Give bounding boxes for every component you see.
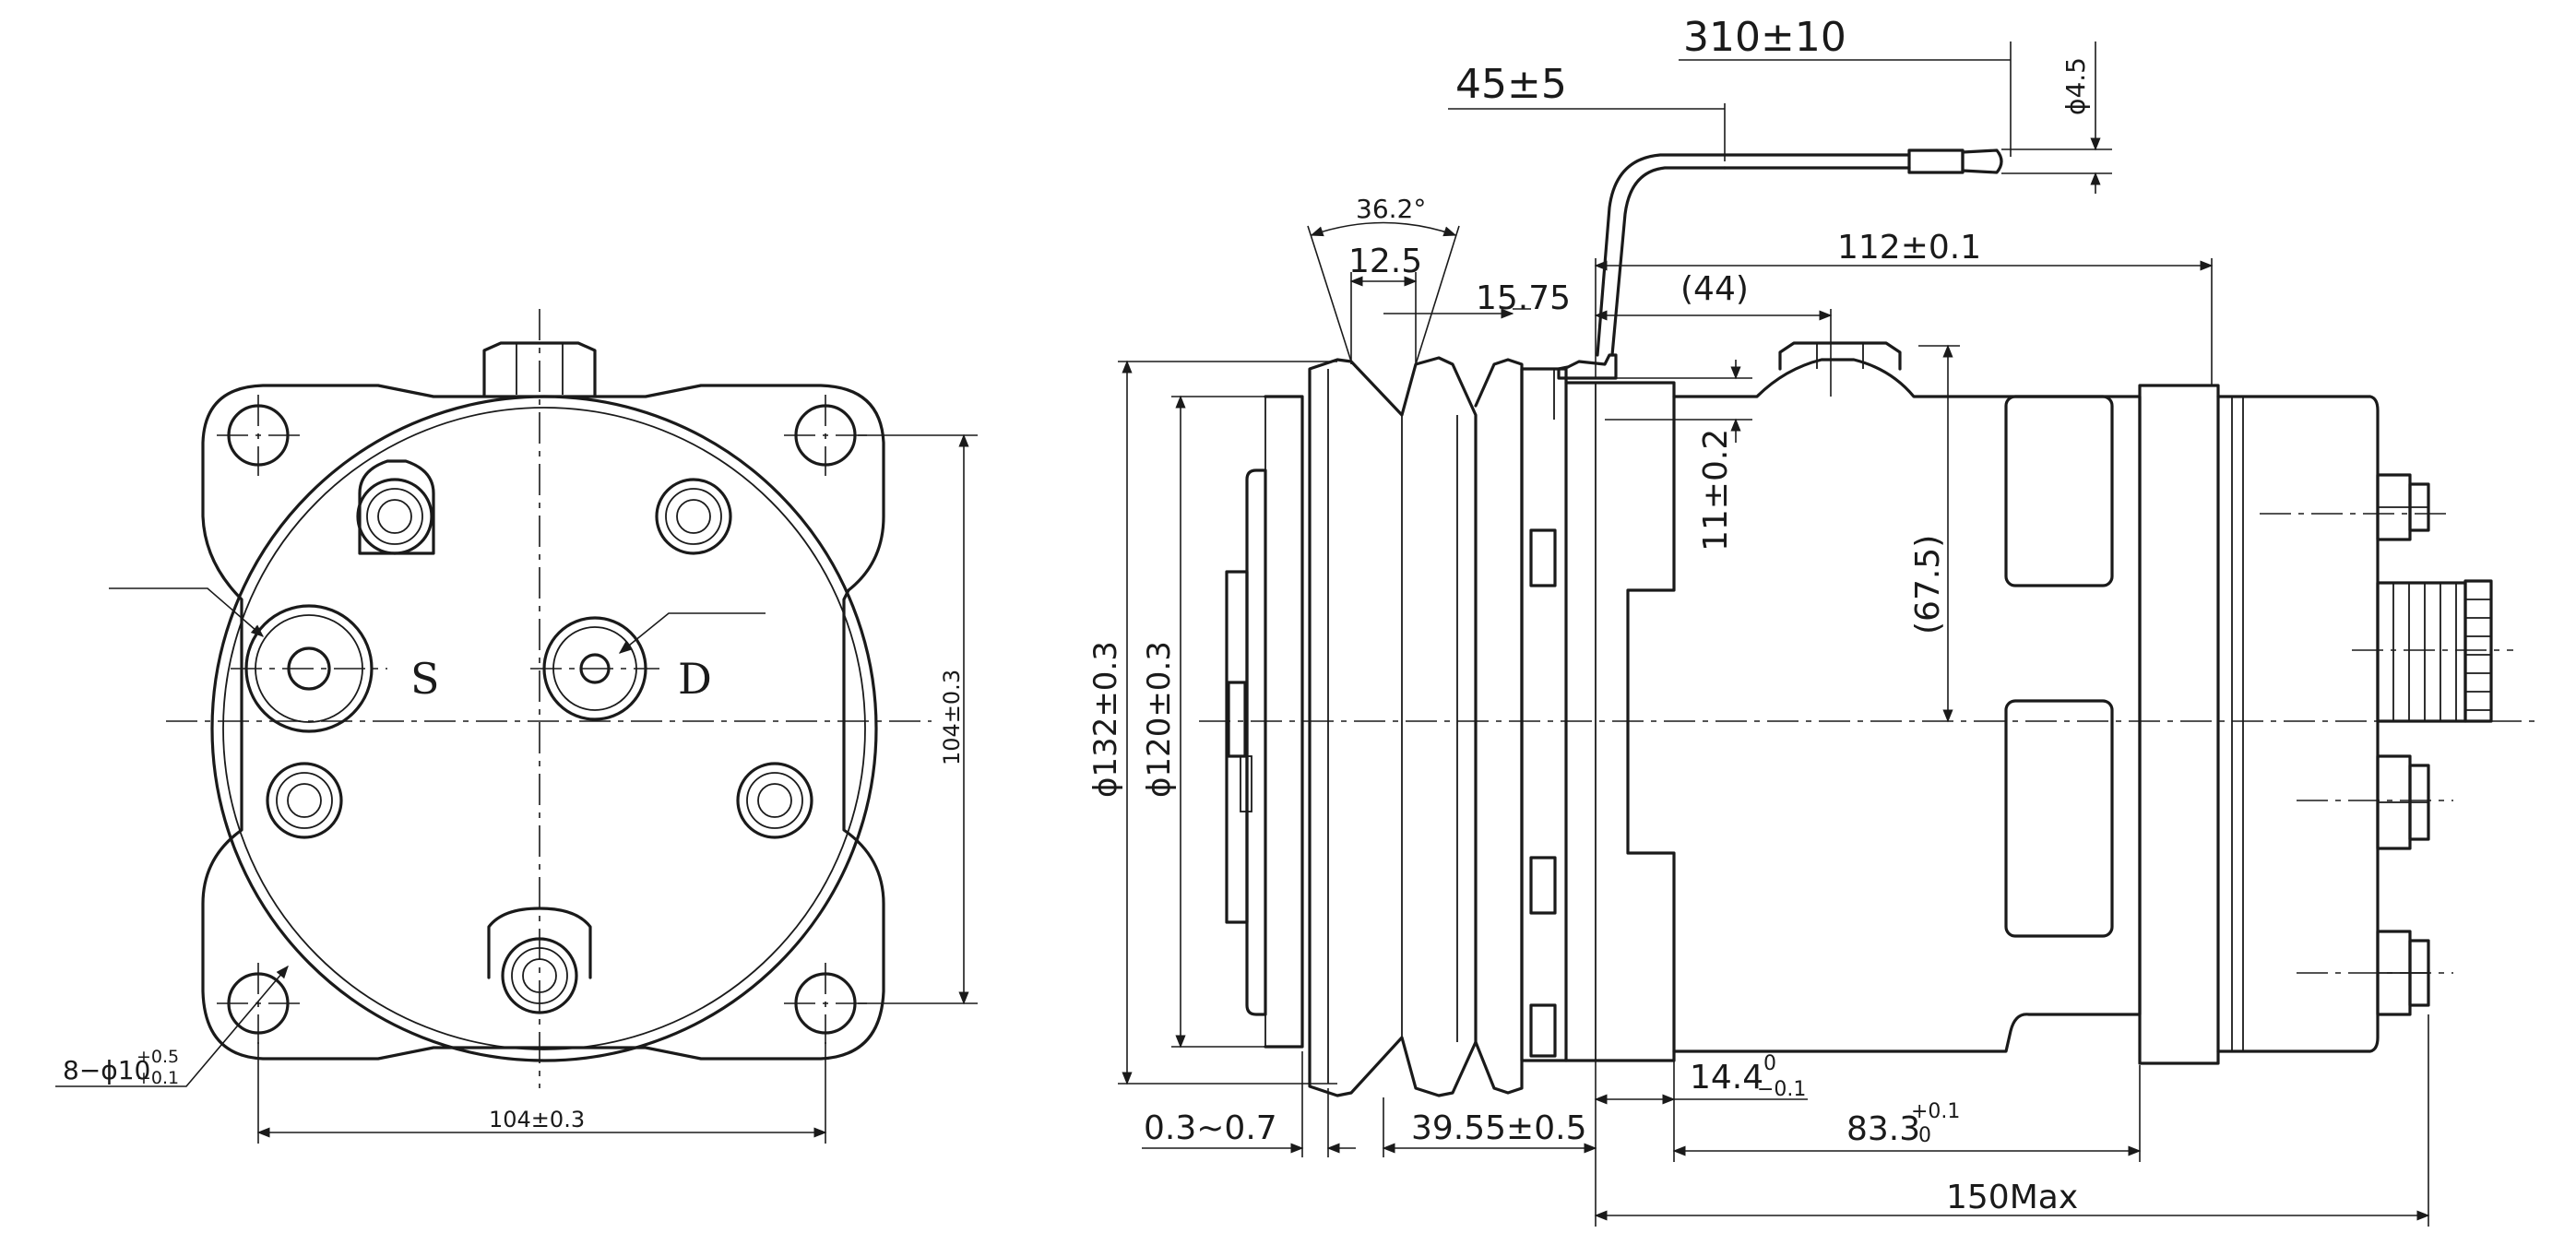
- groove-offset-dimension: 15.75: [1476, 279, 1571, 317]
- discharge-leader: [618, 612, 766, 654]
- compressor-body: [1672, 358, 2380, 1065]
- flange-tol-lower: −0.1: [1757, 1078, 1806, 1101]
- pulley: [1308, 356, 1524, 1097]
- body-length-dimension: 112±0.1: [1837, 229, 1981, 267]
- flange-base-dimension: 14.4: [1690, 1059, 1763, 1097]
- holes-leader: [55, 965, 289, 1087]
- clutch-plate: [1225, 395, 1304, 1049]
- suction-label: S: [410, 654, 440, 704]
- port-offset-dimension: (44): [1680, 270, 1749, 308]
- rear-bolt-icon: [2376, 754, 2430, 850]
- mount-tol-upper: +0.1: [1911, 1100, 1960, 1123]
- side-view: 310±10 45±5 ϕ4.5 36.2° 12.5 15.75 112±0.…: [1087, 14, 2536, 1227]
- holes-tol-upper: +0.5: [137, 1047, 179, 1067]
- air-gap-dimension: 0.3~0.7: [1144, 1109, 1277, 1147]
- compressor-body-circle: [210, 395, 878, 1062]
- overall-length-dimension: 150Max: [1946, 1179, 2078, 1216]
- width-dimension: 104±0.3: [489, 1107, 585, 1132]
- hex-bolt-icon: [736, 762, 813, 839]
- wire-lead-dimension: 45±5: [1455, 61, 1567, 108]
- holes-callout: 8−ϕ10: [63, 1055, 150, 1085]
- groove-angle-arc: [1310, 221, 1457, 237]
- coil-wire: [1553, 148, 2003, 420]
- groove-angle-dimension: 36.2°: [1356, 194, 1426, 224]
- clutch-diameter-dimension: ϕ120±0.3: [1141, 641, 1178, 798]
- hex-bolt-icon: [356, 459, 435, 555]
- rear-fitting: [2352, 579, 2513, 723]
- port-center-dimension: (67.5): [1909, 535, 1947, 634]
- mount-tol-lower: 0: [1918, 1124, 1931, 1147]
- corner-holes: [217, 395, 867, 1044]
- hex-bolt-icon: [655, 478, 732, 555]
- clutch-housing: [1520, 367, 1676, 1062]
- bolt-bosses: [266, 459, 813, 1014]
- mounting-plate-outline: [201, 384, 885, 1061]
- holes-tol-lower: +0.1: [137, 1068, 179, 1088]
- terminal-diameter-dimension: ϕ4.5: [2060, 57, 2091, 115]
- discharge-label: D: [678, 654, 712, 704]
- top-hex-bolt-icon: [482, 341, 597, 397]
- hex-bolt-icon: [487, 907, 592, 1014]
- suction-port: [231, 604, 387, 733]
- front-view: S D 104±0.3 104±0.3 8−ϕ10 +0.5 +0.1: [55, 309, 978, 1144]
- pulley-diameter-dimension: ϕ132±0.3: [1087, 641, 1124, 798]
- rear-bolts: [2260, 473, 2453, 1016]
- mount-base-dimension: 83.3: [1846, 1110, 1920, 1148]
- rear-bolt-icon: [2376, 473, 2430, 541]
- height-dimension: 104±0.3: [939, 670, 965, 765]
- discharge-port: [530, 616, 659, 721]
- hex-bolt-icon: [266, 762, 343, 839]
- compressor-body-inner-circle: [222, 407, 866, 1050]
- pulley-position-dimension: 39.55±0.5: [1411, 1109, 1586, 1147]
- wire-length-dimension: 310±10: [1683, 14, 1846, 61]
- suction-leader: [109, 587, 265, 637]
- side-hex-bolt-icon: [1778, 341, 1902, 371]
- port-height-dimension: 11±0.2: [1697, 429, 1735, 551]
- flange-tol-upper: 0: [1763, 1052, 1776, 1075]
- groove-pitch-dimension: 12.5: [1348, 243, 1422, 280]
